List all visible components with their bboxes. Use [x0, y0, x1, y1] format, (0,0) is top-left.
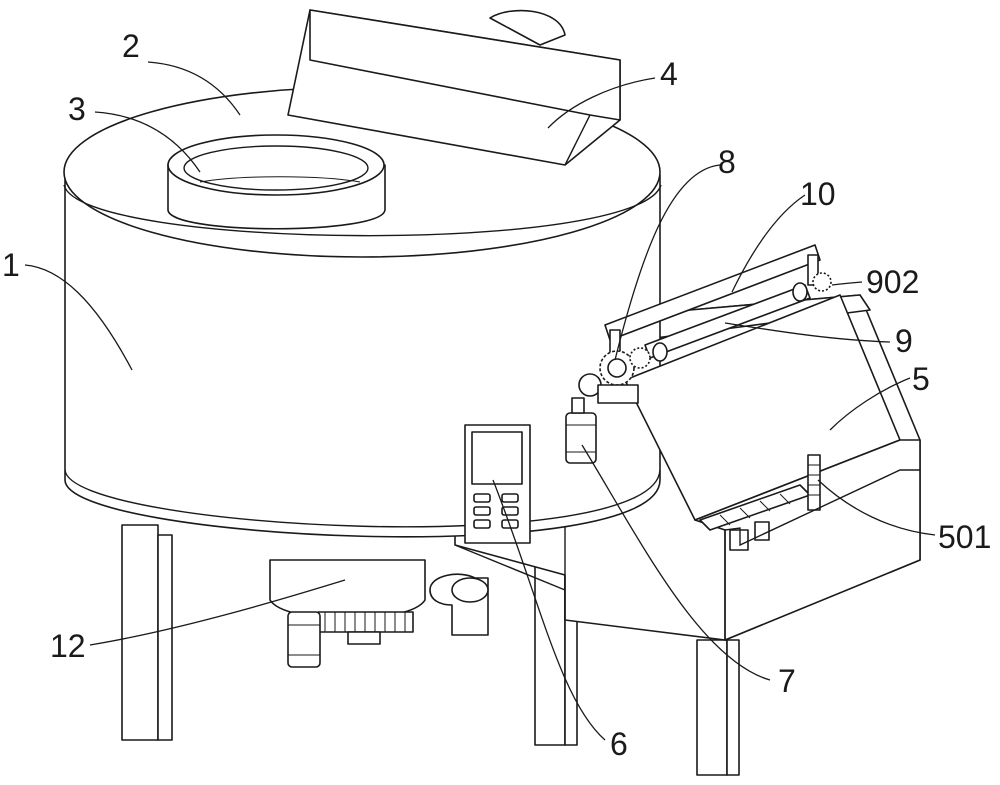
outlet-opening: [451, 577, 489, 603]
reference-labels: 1 2 3 4 5 6 7 8 9 10 12 501 902: [2, 28, 991, 762]
leader-7: [581, 444, 771, 681]
roller-shaft: [644, 282, 811, 362]
tray-inner-edge: [724, 469, 920, 640]
leader-8: [614, 164, 721, 361]
drive-motor-shaft: [571, 397, 585, 414]
label-4: 4: [660, 56, 678, 92]
label-6: 6: [610, 726, 628, 762]
gear-assembly: [578, 272, 832, 404]
label-2: 2: [122, 28, 140, 64]
bottom-discharge: [269, 559, 489, 668]
feed-inlet: [167, 134, 386, 230]
motor-box-edge: [564, 114, 591, 166]
tank-bottom-ring: [64, 469, 661, 528]
control-panel: [464, 424, 531, 544]
label-12: 12: [50, 628, 86, 664]
panel-screen: [471, 431, 523, 485]
leader-501: [817, 479, 936, 536]
leader-1: [24, 264, 133, 371]
inlet-inner: [183, 145, 369, 191]
discharge-cone: [269, 559, 426, 620]
gear-teeth: [324, 612, 406, 632]
discharge-hub: [347, 631, 381, 645]
top-rail: [604, 244, 821, 341]
collection-tray: [694, 439, 921, 641]
label-5: 5: [912, 361, 930, 397]
leg-front-left-side: [157, 534, 173, 741]
leg-right-side: [726, 639, 740, 776]
leader-4: [547, 77, 656, 129]
label-501: 501: [938, 519, 991, 555]
label-902: 902: [866, 264, 919, 300]
housing-bottom-edge: [454, 544, 566, 591]
leader-12: [89, 579, 346, 646]
motor-box: [287, 9, 621, 166]
tank-lid-rim: [63, 184, 662, 237]
label-3: 3: [68, 91, 86, 127]
leader-902: [831, 281, 863, 286]
gear-bracket: [597, 384, 639, 404]
leader-lines: [24, 61, 936, 741]
shaft-bearing-left: [652, 342, 668, 362]
drive-motor-body: [565, 412, 597, 464]
label-8: 8: [718, 144, 736, 180]
label-9: 9: [895, 323, 913, 359]
leader-2: [147, 61, 241, 116]
tray-screw: [807, 454, 821, 511]
gear-902: [812, 272, 832, 292]
shaft-bearing-right: [792, 282, 808, 302]
panel-buttons: [473, 493, 519, 529]
label-7: 7: [778, 663, 796, 699]
label-10: 10: [800, 176, 836, 212]
leader-5: [829, 377, 911, 431]
bottom-motor: [287, 611, 321, 668]
motor-cap: [489, 9, 566, 46]
tray-foot-left: [729, 529, 749, 551]
leg-right: [696, 639, 728, 776]
leader-3: [94, 111, 201, 173]
inlet-inner-detail: [199, 176, 361, 183]
gear-small: [629, 347, 651, 369]
drive-motor: [565, 397, 597, 464]
sieve-frame: [604, 244, 901, 521]
motor-box-top: [309, 9, 621, 121]
leader-9: [724, 322, 891, 343]
leader-6: [492, 479, 606, 741]
leader-10: [731, 194, 806, 293]
gear-large-hub: [607, 358, 627, 378]
inlet-top: [167, 134, 385, 196]
label-1: 1: [2, 247, 20, 283]
